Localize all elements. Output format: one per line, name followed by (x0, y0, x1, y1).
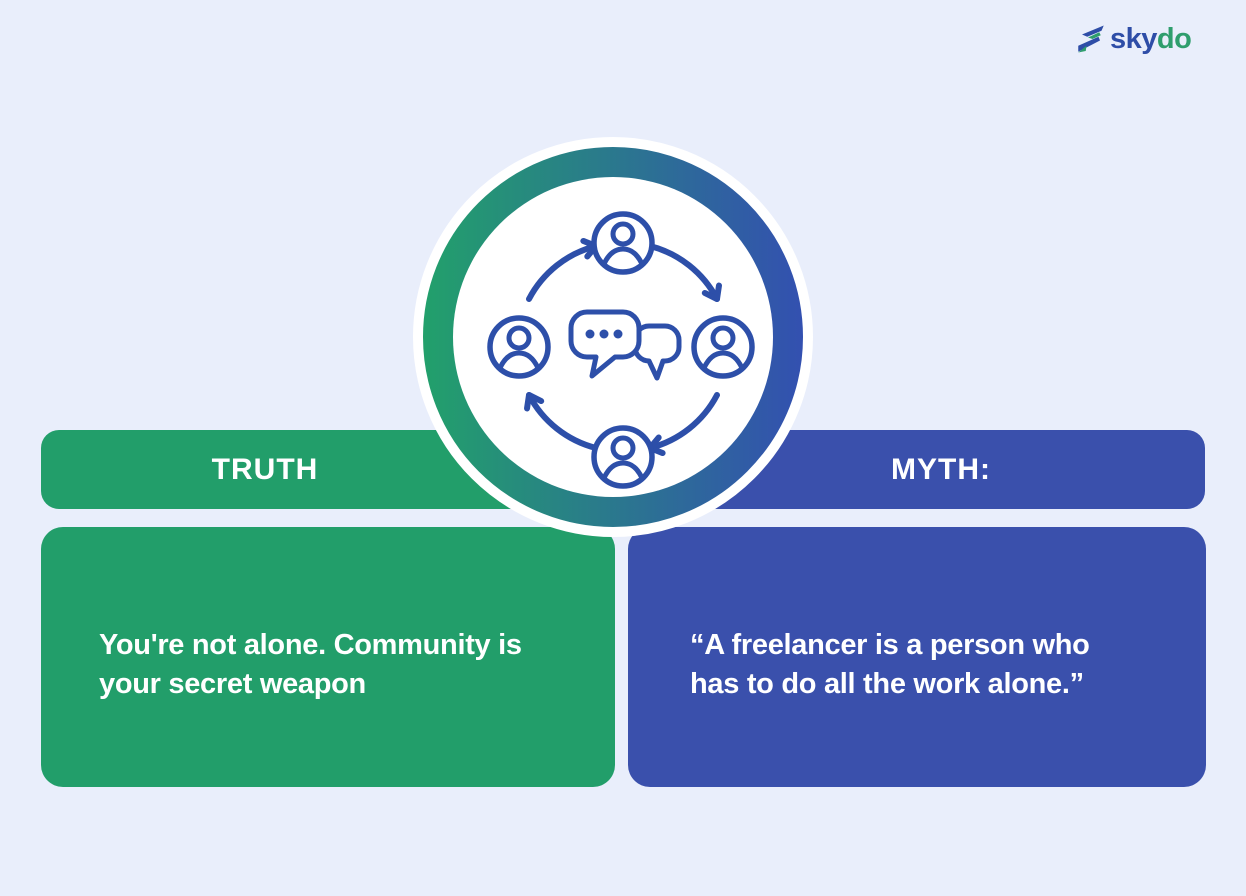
myth-card: “A freelancer is a person who has to do … (628, 527, 1206, 787)
cycle-arrows (524, 237, 722, 457)
skydo-logo-text: skydo (1110, 23, 1192, 55)
skydo-logo-icon (1078, 25, 1104, 53)
truth-header-label: TRUTH (211, 452, 319, 486)
truth-card: You're not alone. Community is your secr… (41, 527, 615, 787)
myth-header-label: MYTH: (891, 452, 991, 486)
truth-text-line1: You're not alone. Community is (99, 629, 522, 661)
community-cycle-icon (473, 197, 773, 497)
myth-text-line1: “A freelancer is a person who (690, 629, 1090, 661)
logo-text-sky: sky (1110, 23, 1157, 55)
logo-text-do: do (1156, 23, 1192, 55)
myth-text-line2: has to do all the work alone.” (690, 668, 1084, 700)
chat-bubbles-icon (568, 309, 682, 381)
truth-text-line2: your secret weapon (99, 668, 366, 700)
skydo-logo: skydo (1076, 23, 1192, 55)
